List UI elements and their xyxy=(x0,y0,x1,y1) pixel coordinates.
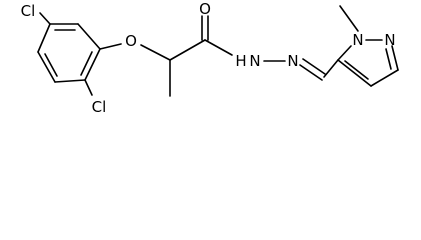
atom-cl-bottom: Cl xyxy=(92,98,107,116)
atom-n-hydrazone: N xyxy=(287,52,298,70)
ring-bond xyxy=(77,23,101,50)
n-methyl-bond xyxy=(339,5,359,32)
pyrazole-bond xyxy=(337,59,372,87)
ring-double-bond xyxy=(80,51,93,76)
aryl-o-bond xyxy=(99,43,122,50)
dichlorophenyl-ring xyxy=(37,23,101,83)
ch-pyrazole-bond xyxy=(323,59,339,78)
atom-o-carbonyl: O xyxy=(199,0,211,18)
pyrazole-double-bond xyxy=(385,48,392,70)
cl-top-bond xyxy=(39,12,51,25)
pyrazole-double-bond xyxy=(344,60,369,80)
imine-double-bond-a xyxy=(299,64,323,81)
imine-double-bond-b xyxy=(302,58,326,75)
atom-nh-n: N xyxy=(249,52,260,70)
cl-bottom-bond xyxy=(84,79,93,96)
ring-bond xyxy=(54,79,86,83)
ring-bond xyxy=(37,23,51,53)
structure-diagram: Cl Cl O O H N N xyxy=(21,0,399,116)
molecule-canvas: Cl Cl O O H N N xyxy=(20,0,399,116)
ring-double-bond xyxy=(44,53,58,77)
carbonyl-nh-bond xyxy=(204,39,233,56)
atom-cl-top: Cl xyxy=(21,2,36,20)
ring-bond xyxy=(37,51,56,83)
atom-n-pyrazole-2: N xyxy=(384,31,395,49)
pyrazole-ring xyxy=(337,39,399,87)
pyrazole-bond xyxy=(391,45,399,71)
pyrazole-bond xyxy=(370,69,399,87)
atom-nh-h: H xyxy=(235,52,246,70)
ring-bond xyxy=(84,48,101,81)
ch-carbonyl-bond xyxy=(169,39,206,61)
pyrazole-bond xyxy=(337,45,352,61)
o-ch-bond xyxy=(140,44,171,61)
atom-o-ether: O xyxy=(125,32,137,50)
atom-n-pyrazole-1: N xyxy=(352,31,363,49)
